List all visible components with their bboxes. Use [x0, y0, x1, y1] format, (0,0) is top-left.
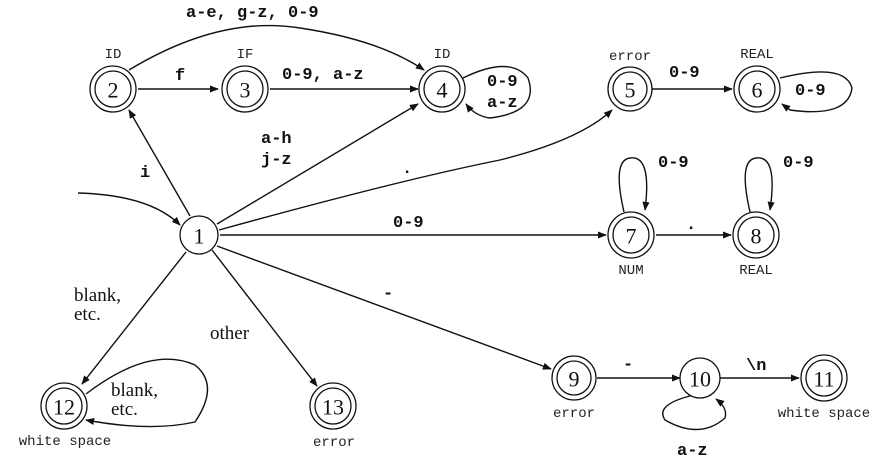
label-1-4-line2: j-z [261, 151, 292, 170]
label-1-4-line1: a-h [261, 130, 292, 149]
edge-6-6-loop [779, 71, 853, 113]
state-9: 9 error [551, 355, 597, 422]
state-8-number: 8 [751, 224, 762, 249]
edge-2-4 [128, 24, 425, 71]
state-2-number: 2 [108, 78, 119, 103]
state-2: 2 ID [89, 47, 137, 113]
label-1-12-line1: blank, [74, 285, 121, 306]
edge-10-10-loop [662, 395, 727, 431]
edge-labels: i f a-e, g-z, 0-9 0-9, a-z a-h j-z 0-9 a… [74, 4, 826, 458]
label-1-13: other [210, 323, 250, 344]
state-3: 3 IF [221, 47, 269, 113]
state-6-token: REAL [740, 47, 774, 63]
state-8: 8 REAL [732, 211, 780, 279]
label-5-6: 0-9 [669, 64, 700, 83]
state-6-number: 6 [752, 78, 763, 103]
label-2-3: f [175, 67, 185, 86]
state-5: 5 error [607, 49, 653, 112]
edge-1-13 [211, 249, 318, 387]
state-13: 13 error [309, 382, 357, 451]
state-4: 4 ID [418, 47, 466, 113]
state-3-number: 3 [240, 78, 251, 103]
label-2-4: a-e, g-z, 0-9 [186, 4, 319, 23]
state-1: 1 [179, 215, 219, 255]
state-9-number: 9 [569, 367, 580, 392]
label-10-11: \n [746, 357, 766, 376]
edge-1-5 [218, 109, 613, 231]
label-7-7: 0-9 [658, 154, 689, 173]
label-6-6: 0-9 [795, 82, 826, 101]
state-11-number: 11 [813, 367, 834, 392]
state-13-number: 13 [322, 395, 344, 420]
label-3-4: 0-9, a-z [282, 66, 364, 85]
state-5-token: error [609, 49, 651, 65]
edge-1-9 [216, 245, 552, 370]
state-9-token: error [553, 406, 595, 422]
label-1-7: 0-9 [393, 214, 424, 233]
state-11-token: white space [778, 406, 870, 422]
edge-12-12-loop [85, 358, 209, 428]
state-7-token: NUM [618, 263, 643, 279]
edge-7-7-loop [618, 157, 650, 213]
state-2-token: ID [105, 47, 122, 63]
label-9-10: - [623, 356, 633, 375]
label-1-12-line2: etc. [74, 304, 101, 325]
label-4-4-line2: a-z [487, 94, 518, 113]
label-1-9: - [383, 285, 393, 304]
edge-4-4-loop [462, 65, 531, 119]
state-13-token: error [313, 435, 355, 451]
state-12: 12 white space [19, 382, 111, 450]
start-arrow [77, 192, 181, 226]
state-8-token: REAL [739, 263, 773, 279]
edge-1-2 [128, 109, 191, 217]
label-4-4-line1: 0-9 [487, 73, 518, 92]
state-10-number: 10 [689, 367, 711, 392]
label-7-8: . [686, 216, 696, 235]
edge-1-4 [216, 103, 419, 225]
label-10-10: a-z [677, 442, 708, 458]
state-12-token: white space [19, 434, 111, 450]
edge-8-8-loop [744, 157, 775, 213]
label-12-12-line1: blank, [111, 380, 158, 401]
label-12-12-line2: etc. [111, 399, 138, 420]
label-1-5: . [402, 160, 412, 179]
label-8-8: 0-9 [783, 154, 814, 173]
state-7: 7 NUM [607, 211, 655, 279]
state-11: 11 white space [778, 354, 870, 422]
state-4-token: ID [434, 47, 451, 63]
edge-1-12 [81, 251, 187, 385]
state-6: 6 REAL [733, 47, 781, 113]
state-1-number: 1 [194, 224, 205, 249]
nodes: 1 2 ID 3 IF 4 ID 5 error [19, 47, 870, 451]
edges [77, 24, 853, 431]
state-3-token: IF [237, 47, 254, 63]
state-10: 10 [679, 357, 721, 399]
state-7-number: 7 [626, 224, 637, 249]
state-12-number: 12 [53, 395, 75, 420]
state-4-number: 4 [437, 78, 448, 103]
state-5-number: 5 [625, 78, 636, 103]
label-1-2: i [140, 164, 150, 183]
